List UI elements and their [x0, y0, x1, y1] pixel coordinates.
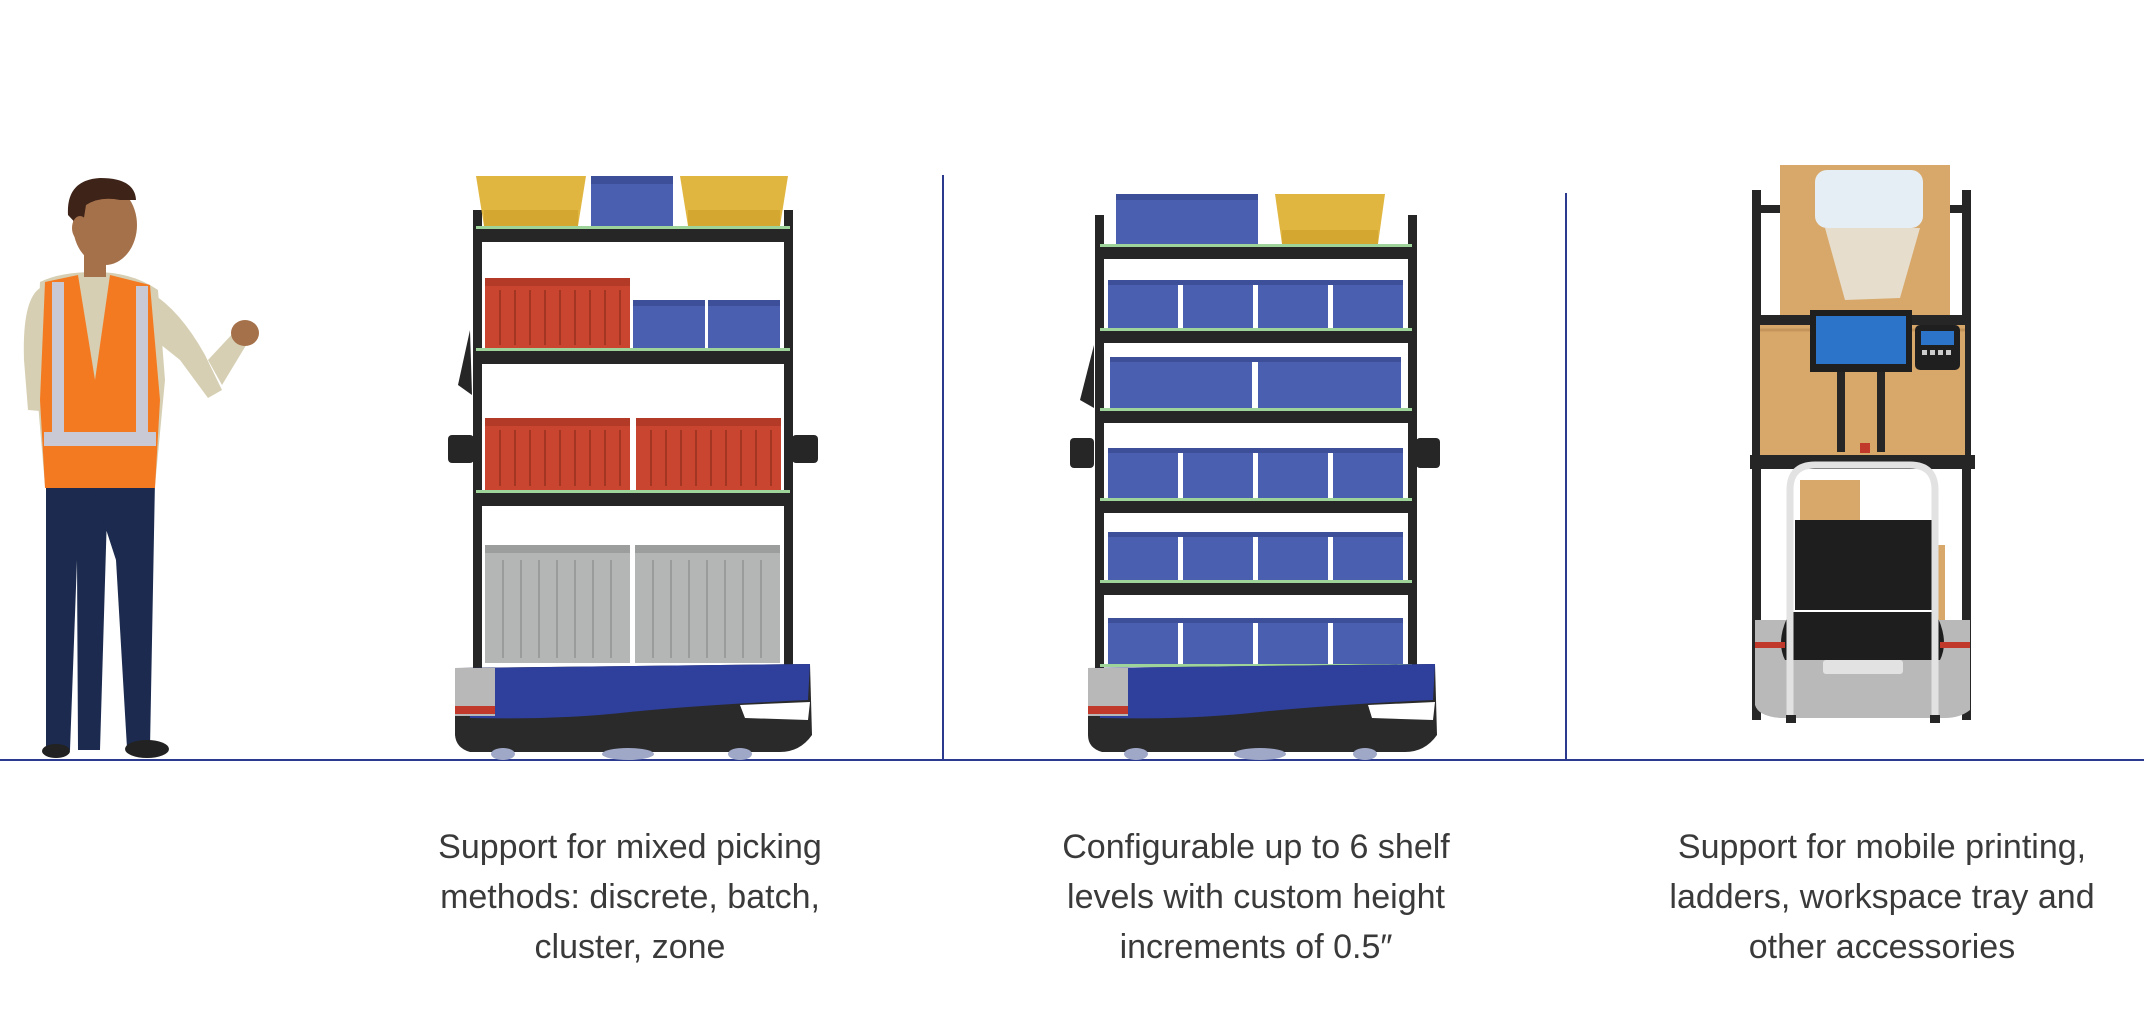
caption-line: Support for mixed picking — [438, 828, 822, 866]
caption-accessories: Support for mobile printing, ladders, wo… — [1647, 822, 2117, 972]
worker-figure — [23, 178, 259, 758]
caption-line: increments of 0.5″ — [1119, 928, 1393, 966]
robot-mixed-bins — [448, 176, 818, 760]
robot-six-shelves — [1070, 194, 1440, 760]
caption-line: cluster, zone — [534, 928, 726, 966]
caption-line: other accessories — [1748, 928, 2016, 966]
robot-accessories — [1750, 165, 1975, 723]
caption-mixed-picking: Support for mixed picking methods: discr… — [395, 822, 865, 972]
caption-line: methods: discrete, batch, — [440, 878, 820, 916]
caption-line: Configurable up to 6 shelf — [1062, 828, 1450, 866]
caption-line: Support for mobile printing, — [1677, 828, 2087, 866]
caption-shelf-levels: Configurable up to 6 shelf levels with c… — [1021, 822, 1491, 972]
caption-line: levels with custom height — [1067, 878, 1445, 916]
caption-line: ladders, workspace tray and — [1669, 878, 2095, 916]
